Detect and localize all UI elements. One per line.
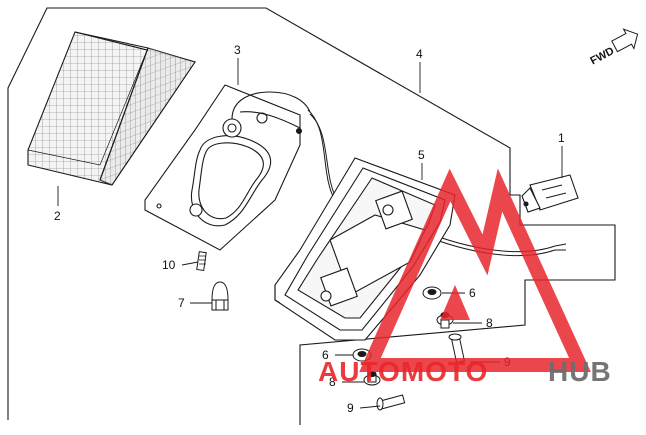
watermark-logo-icon xyxy=(359,168,591,372)
bolt-9a xyxy=(448,333,466,364)
fwd-label: FWD xyxy=(588,45,616,67)
callout-1: 1 xyxy=(558,131,565,145)
collar-8b xyxy=(363,371,381,386)
fwd-arrow-icon xyxy=(611,28,639,53)
callout-6a: 6 xyxy=(469,286,476,300)
callout-8b: 8 xyxy=(329,375,336,389)
socket-base xyxy=(144,84,311,251)
callout-2: 2 xyxy=(54,209,61,223)
screw-10 xyxy=(196,251,207,272)
callout-8a: 8 xyxy=(486,316,493,330)
watermark-text-red: AUTOMOTO xyxy=(318,356,488,387)
callout-3: 3 xyxy=(234,43,241,57)
grommet-6a xyxy=(422,286,442,300)
bulb-7 xyxy=(211,281,229,311)
callout-5: 5 xyxy=(418,148,425,162)
connector xyxy=(521,174,579,213)
assembly-outline xyxy=(7,7,616,425)
watermark: AUTOMOTO HUB xyxy=(318,168,612,387)
bolt-9b xyxy=(376,394,406,411)
fwd-arrow: FWD xyxy=(588,28,639,67)
callout-10: 10 xyxy=(162,258,176,272)
callout-9b: 9 xyxy=(347,401,354,415)
callout-6b: 6 xyxy=(322,348,329,362)
tail-lens xyxy=(27,31,196,186)
watermark-text-gray: HUB xyxy=(548,356,612,387)
callout-7: 7 xyxy=(178,296,185,310)
leader-lines xyxy=(57,58,563,409)
callout-4: 4 xyxy=(416,47,423,61)
